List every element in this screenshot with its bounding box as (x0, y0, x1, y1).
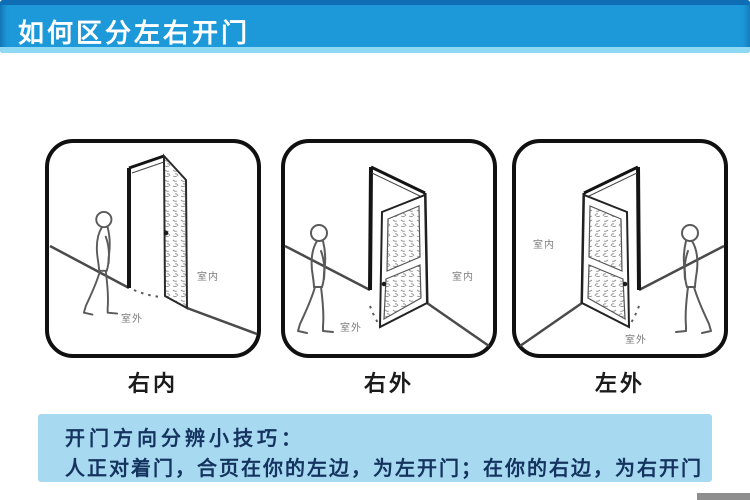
indoor-label: 室内 (452, 270, 474, 283)
header-bar: 如何区分左右开门 (0, 0, 750, 53)
outdoor-label: 室外 (121, 312, 143, 325)
door-panel-upper (386, 205, 421, 272)
door-panel-upper (588, 205, 623, 272)
door-outward-left-illustration: 室内 室外 (512, 139, 728, 358)
caption-left-outward: 左外 (594, 371, 645, 396)
door-knob (381, 281, 387, 287)
door-knob (163, 230, 169, 236)
indoor-label: 室内 (197, 270, 219, 283)
tip-box: 开门方向分辨小技巧： 人正对着门，合页在你的左边，为左开门；在你的右边，为右开门 (38, 414, 712, 482)
door-panel-lower (383, 264, 422, 321)
swing-path-dots (369, 305, 381, 327)
wall-line-left (49, 244, 130, 290)
scene-right-outward (284, 165, 490, 348)
swing-path-dots (133, 289, 162, 298)
door-inward-right-illustration: 室内 室外 (45, 139, 261, 358)
door-diagram-panel-right-outward: 室内 室外 (280, 138, 498, 359)
caption-right-outward: 右外 (363, 371, 414, 396)
scene-left-outward (519, 165, 725, 348)
panel-border (45, 139, 261, 358)
door-panel-lower (587, 264, 626, 321)
door-knob (622, 281, 628, 287)
outdoor-label: 室外 (625, 333, 647, 346)
door-frame-lintel (583, 165, 639, 195)
progress-bar (697, 493, 750, 500)
header-bottom-strip (0, 47, 750, 53)
outdoor-label: 室外 (340, 321, 362, 334)
tip-title: 开门方向分辨小技巧： (65, 428, 305, 450)
scene-right-inward (49, 153, 258, 336)
door-diagram-panel-left-outward: 室内 室外 (511, 138, 729, 359)
door-outward-right-illustration: 室内 室外 (281, 139, 497, 358)
door-frame-left-post (368, 166, 373, 291)
door-frame-lintel-inner (586, 172, 638, 198)
caption-right-inward: 右内 (127, 371, 178, 396)
indoor-label: 室内 (533, 238, 555, 251)
wall-line-right (426, 301, 490, 348)
door-frame-lintel-inner (371, 172, 423, 198)
wall-line-left (284, 244, 371, 292)
wall-line-right (186, 306, 258, 336)
header-top-strip (0, 0, 750, 5)
page-title: 如何区分左右开门 (18, 18, 251, 48)
wall-line-right (638, 244, 725, 292)
door-frame-lintel (128, 154, 165, 170)
tip-body: 人正对着门，合页在你的左边，为左开门；在你的右边，为右开门 (65, 458, 703, 480)
door-leaf (162, 153, 189, 310)
door-frame-lintel (370, 165, 426, 195)
door-diagram-panel-right-inward: 室内 室外 (44, 138, 262, 359)
door-frame-lintel-inner (131, 161, 165, 174)
door-frame-right-post (636, 166, 641, 291)
wall-line-left (519, 301, 583, 348)
swing-path-dots (628, 305, 640, 327)
